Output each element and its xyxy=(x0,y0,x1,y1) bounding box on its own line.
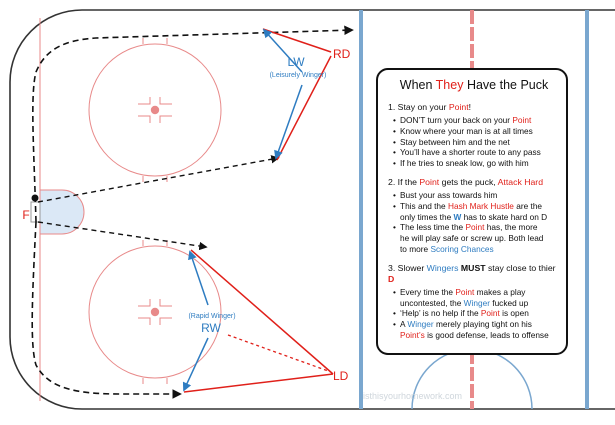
lw-note: (Leisurely Winger) xyxy=(270,72,327,79)
panel-title: When They Have the Puck xyxy=(399,78,549,92)
rd-label: RD xyxy=(333,47,351,61)
s1-bullet-1: DON’T turn your back on your Point xyxy=(393,115,560,126)
rw-arrow-down xyxy=(182,337,209,392)
watermark-text: isthisyourhomework.com xyxy=(363,391,463,401)
instructions-panel: When They Have the Puck 1. Stay on your … xyxy=(376,68,568,355)
ld-rw-dotted-link xyxy=(227,334,332,373)
rw-arrow-up xyxy=(188,250,209,306)
forward-to-rw-line xyxy=(37,221,208,251)
s1-bullet-5: If he tries to sneak low, go with him xyxy=(393,158,560,169)
s1-bullet-4: You’ll have a shorter route to any pass xyxy=(393,147,560,158)
rd-pass-line-bottom xyxy=(276,55,332,161)
blue-line-right xyxy=(585,10,589,409)
f-label: F xyxy=(22,208,29,222)
bottom-faceoff-circle xyxy=(88,240,222,384)
section-wingers-stay-close: 3. Slower Wingers MUST stay close to thi… xyxy=(388,263,560,341)
section-stay-on-point: 1. Stay on your Point! DON’T turn your b… xyxy=(388,102,560,169)
s2-bullet-3: The less time the Point has, the morehe … xyxy=(393,222,560,254)
goal-crease xyxy=(39,189,85,235)
ld-pass-line-bottom xyxy=(183,373,334,393)
forward-path-top xyxy=(32,25,354,223)
ld-pass-line-top xyxy=(190,249,334,375)
s2-bullet-1: Bust your ass towards him xyxy=(393,190,560,201)
s3-bullet-3: A Winger merely playing tight on hisPoin… xyxy=(393,319,560,341)
section-3-heading: 3. Slower Wingers MUST stay close to thi… xyxy=(388,262,556,284)
forward-path-bottom xyxy=(31,221,182,399)
lw-label: LW xyxy=(287,55,305,69)
s2-bullet-2: This and the Hash Mark Hustle are theonl… xyxy=(393,201,560,223)
section-1-heading: 1. Stay on your Point! xyxy=(388,102,472,112)
section-2-heading: 2. If the Point gets the puck, Attack Ha… xyxy=(388,176,544,187)
section-attack-hard: 2. If the Point gets the puck, Attack Ha… xyxy=(388,177,560,255)
puck-dot xyxy=(31,194,39,202)
s1-bullet-3: Stay between him and the net xyxy=(393,137,560,148)
rw-label: RW xyxy=(201,321,221,335)
ld-label: LD xyxy=(333,369,349,383)
lw-arrow-down xyxy=(274,84,303,160)
rink-boards xyxy=(9,9,615,410)
lw-arrow-up xyxy=(262,28,303,73)
rw-note: (Rapid Winger) xyxy=(188,313,235,320)
top-faceoff-circle xyxy=(88,38,222,182)
blue-line-left xyxy=(359,10,363,409)
s1-bullet-2: Know where your man is at all times xyxy=(393,126,560,137)
s3-bullet-2: ‘Help’ is no help if the Point is open xyxy=(393,308,560,319)
forward-to-lw-line xyxy=(37,155,280,203)
rd-pass-line-top xyxy=(262,28,332,53)
s3-bullet-1: Every time the Point makes a playunconte… xyxy=(393,287,560,309)
